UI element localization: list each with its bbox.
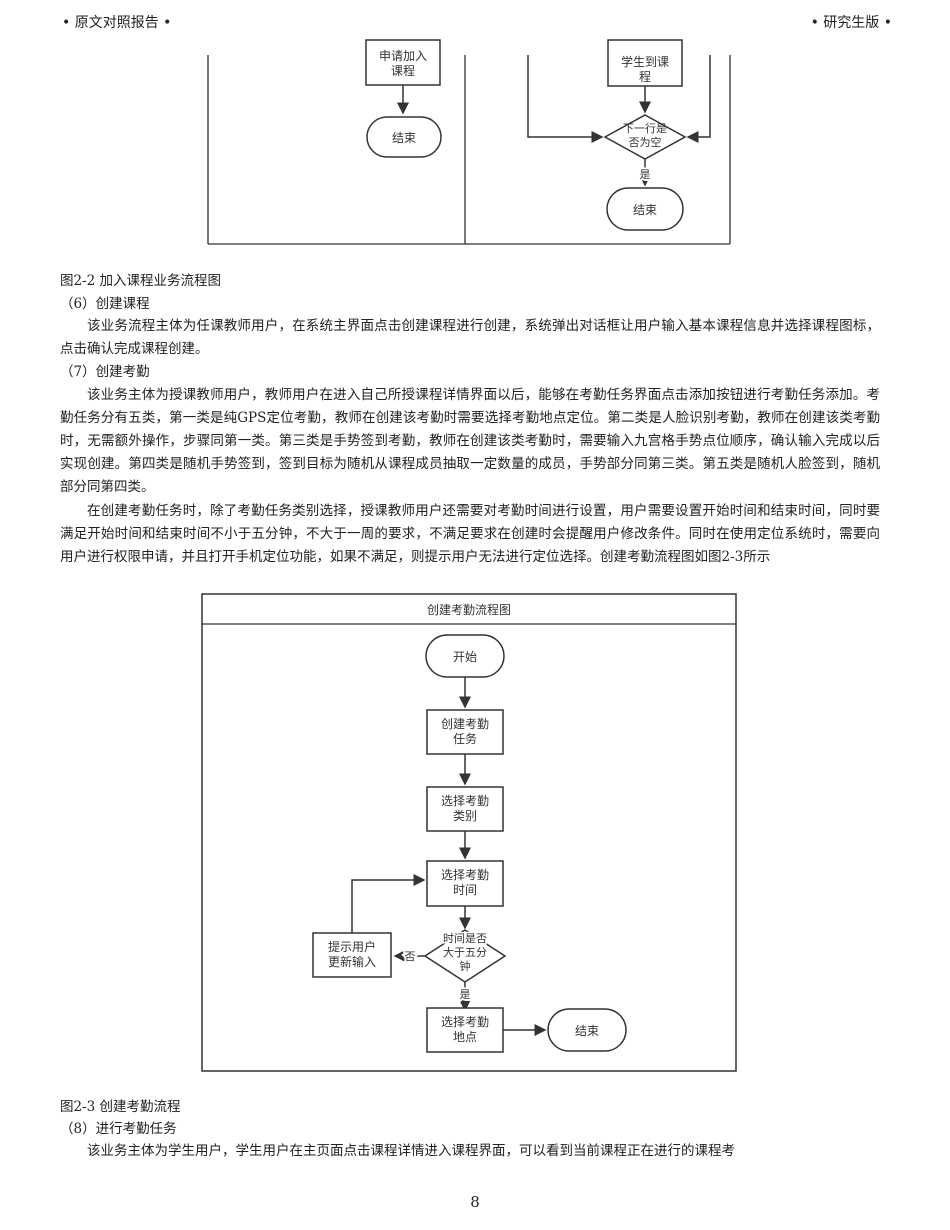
yes-label-fig2: 是 bbox=[460, 988, 471, 1001]
fig2-step1-l2: 任务 bbox=[453, 731, 477, 746]
apply-join-box bbox=[365, 39, 441, 86]
right-end-text: 结束 bbox=[633, 203, 657, 217]
fig2-step2-l2: 类别 bbox=[453, 809, 477, 823]
header-left: • 原文对照报告 • bbox=[62, 15, 172, 31]
section-8-title: （8）进行考勤任务 bbox=[60, 1121, 177, 1137]
join-course-flowchart: 申请加入课程 结束 学生到课程 下一行是否为空 是 结束 bbox=[207, 39, 731, 245]
create-attendance-flowchart: 创建考勤流程图 开始 创建考勤任务 选择考勤类别 选择考勤时间 时间是否大于五分… bbox=[201, 593, 737, 1072]
left-end-terminal bbox=[366, 116, 442, 158]
section-8-body: 该业务主体为学生用户，学生用户在主页面点击课程详情进入课程界面，可以看到当前课程… bbox=[87, 1143, 735, 1159]
yes-label-fig1: 是 bbox=[640, 168, 651, 181]
page-number: 8 bbox=[470, 1193, 480, 1211]
fig1-right-box-l1: 学生到课 bbox=[621, 54, 669, 69]
section-6-body: 该业务流程主体为任课教师用户，在系统主界面点击创建课程进行创建，系统弹出对话框让… bbox=[60, 318, 880, 357]
flowchart-title: 创建考勤流程图 bbox=[427, 602, 511, 617]
fig2-prompt-l2: 更新输入 bbox=[328, 954, 376, 969]
fig2-step1-l1: 创建考勤 bbox=[441, 717, 489, 731]
section-7-title: （7）创建考勤 bbox=[60, 364, 150, 380]
fig2-decision-l2: 大于五分 bbox=[443, 945, 487, 959]
fig1-diamond-l2: 否为空 bbox=[629, 135, 662, 149]
create-task-text: 创建考勤任务 bbox=[441, 717, 489, 746]
figure-caption-2-2: 图2-2 加入课程业务流程图 bbox=[60, 273, 222, 289]
time-check-text: 时间是否大于五分钟 bbox=[443, 932, 487, 973]
select-time-text: 选择考勤时间 bbox=[441, 868, 489, 897]
fig2-step4-l1: 选择考勤 bbox=[441, 1015, 489, 1029]
fig2-decision-l3: 钟 bbox=[460, 959, 471, 973]
figure-caption-2-3: 图2-3 创建考勤流程 bbox=[60, 1099, 181, 1115]
fig1-diamond-l1: 下一行是 bbox=[623, 122, 667, 135]
section-7-body-1: 该业务主体为授课教师用户，教师用户在进入自己所授课程详情界面以后，能够在考勤任务… bbox=[60, 387, 880, 495]
fig1-left-box-l1: 申请加入 bbox=[379, 49, 427, 63]
select-location-box bbox=[426, 1007, 504, 1053]
left-end-text: 结束 bbox=[392, 131, 416, 145]
fig2-prompt-l1: 提示用户 bbox=[328, 939, 376, 954]
fig2-step3-l1: 选择考勤 bbox=[441, 868, 489, 882]
fig2-step3-l2: 时间 bbox=[453, 883, 477, 897]
section-7-body-2: 在创建考勤任务时，除了考勤任务类别选择，授课教师用户还需要对考勤时间进行设置，用… bbox=[60, 503, 880, 565]
select-type-text: 选择考勤类别 bbox=[441, 794, 489, 823]
end-terminal bbox=[547, 1008, 627, 1052]
apply-join-text: 申请加入课程 bbox=[379, 49, 427, 78]
start-text: 开始 bbox=[453, 650, 477, 664]
section-6-title: （6）创建课程 bbox=[60, 296, 150, 312]
fig1-left-box-l2: 课程 bbox=[391, 63, 415, 78]
end-text: 结束 bbox=[575, 1024, 599, 1038]
prompt-user-text: 提示用户更新输入 bbox=[328, 939, 376, 969]
select-location-text: 选择考勤地点 bbox=[441, 1015, 489, 1044]
fig2-step2-l1: 选择考勤 bbox=[441, 794, 489, 808]
fig2-decision-l1: 时间是否 bbox=[443, 932, 487, 945]
create-task-box bbox=[426, 709, 504, 755]
header-right: • 研究生版 • bbox=[810, 15, 892, 31]
student-to-course-text: 学生到课程 bbox=[621, 54, 669, 84]
next-row-decision-text: 下一行是否为空 bbox=[623, 122, 667, 149]
select-type-box bbox=[426, 786, 504, 832]
select-time-box bbox=[426, 860, 504, 907]
prompt-user-box bbox=[312, 932, 392, 978]
no-label: 否 bbox=[405, 950, 416, 963]
fig2-step4-l2: 地点 bbox=[453, 1030, 477, 1044]
fig1-right-box-l2: 程 bbox=[639, 69, 651, 84]
right-end-terminal bbox=[606, 187, 684, 231]
